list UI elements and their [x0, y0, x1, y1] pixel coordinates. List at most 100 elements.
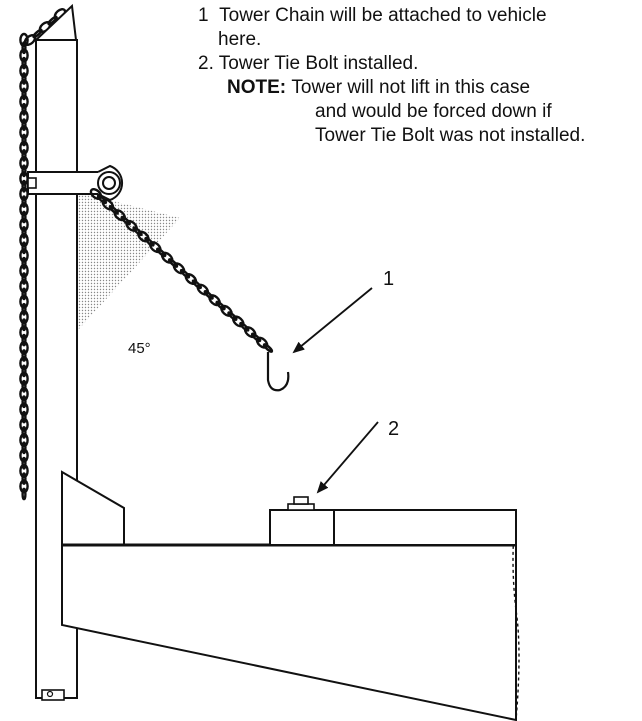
note-warning: NOTE: Tower will not lift in this case: [227, 77, 531, 98]
chain-link: [239, 321, 250, 332]
chain-link: [19, 371, 29, 386]
chain-link: [184, 272, 198, 286]
chain-link: [137, 230, 150, 243]
chain-link: [21, 395, 27, 409]
chain-link: [160, 251, 174, 264]
tie-bolt: [287, 496, 315, 511]
chain-link: [21, 133, 27, 147]
gusset-plate: [61, 470, 125, 546]
chain-link: [21, 333, 27, 347]
chain-link: [21, 302, 27, 316]
chain-link: [250, 332, 262, 343]
callout-1-arrow: [292, 287, 373, 354]
chain-link: [19, 386, 29, 402]
chain-link: [21, 148, 27, 162]
chain-link: [19, 325, 29, 340]
chain-link: [32, 28, 43, 39]
chain-link: [19, 294, 29, 309]
angle-label: 45°: [128, 340, 151, 357]
chain-link: [21, 379, 27, 393]
chain-link: [21, 56, 27, 70]
chain-link: [125, 219, 138, 232]
chain-link: [21, 349, 27, 362]
chain-link: [21, 118, 27, 131]
chain-link: [19, 279, 29, 294]
chain-link: [120, 215, 131, 226]
chain-link: [243, 326, 257, 339]
chain-link: [191, 279, 202, 290]
angle-shade: [78, 192, 180, 330]
chain-link: [255, 336, 269, 349]
chain-link: [21, 318, 27, 332]
chain-link: [232, 315, 245, 328]
callout-2-arrow: [316, 421, 379, 494]
chain-link: [21, 441, 27, 455]
chain-link: [149, 241, 162, 254]
chain-link: [172, 262, 186, 275]
chain-link: [262, 343, 274, 353]
chain-link: [19, 109, 29, 125]
chain-link: [21, 487, 27, 501]
chain-link: [19, 217, 29, 232]
note-item-1: 1 Tower Chain will be attached to vehicl…: [198, 5, 547, 26]
chain-link: [19, 232, 29, 248]
chain-link: [19, 140, 29, 155]
chain-link: [19, 479, 29, 494]
note-label: NOTE:: [227, 77, 287, 98]
chain-link: [21, 102, 27, 116]
chain-link: [96, 194, 108, 205]
chain-link: [21, 87, 27, 101]
bottom-bracket: [41, 689, 65, 701]
chain-link: [196, 283, 210, 296]
chain-link: [21, 210, 27, 224]
chain-link: [21, 287, 27, 301]
chain-link: [19, 202, 29, 217]
chain-hook: [266, 352, 290, 392]
callout-2-label: 2: [388, 418, 400, 440]
diagonal-chain: [89, 187, 274, 353]
chain-link: [144, 236, 155, 247]
chain-link: [19, 48, 29, 63]
chain-link: [220, 304, 233, 317]
chain-link: [47, 15, 58, 26]
chain-link: [21, 410, 27, 424]
chain-link: [19, 63, 29, 79]
chain-link: [19, 78, 29, 94]
chain-link: [19, 248, 29, 263]
chain-link: [89, 187, 103, 201]
chain-link: [215, 300, 226, 311]
chain-link: [21, 472, 27, 486]
chain-link: [21, 364, 27, 378]
chain-link: [19, 32, 29, 48]
callout-1-label: 1: [383, 268, 395, 290]
chain-link: [179, 268, 191, 279]
chain-link: [19, 402, 29, 417]
chain-link: [21, 456, 27, 470]
chain-link: [21, 195, 27, 209]
chain-link: [21, 164, 27, 178]
chain-link: [227, 311, 238, 321]
chain-link: [21, 272, 27, 285]
chain-link: [19, 309, 29, 325]
chain-link: [19, 263, 29, 278]
chain-link: [21, 241, 27, 255]
chain-link: [21, 179, 27, 193]
chain-link: [21, 425, 27, 439]
note-item-2: 2. Tower Tie Bolt installed.: [198, 53, 419, 74]
vertical-chain: [19, 8, 67, 501]
chain-link: [156, 247, 167, 258]
chain-link: [203, 290, 214, 300]
pulley-bracket: [27, 164, 124, 202]
chain-link: [21, 72, 27, 85]
chain-link: [21, 225, 27, 239]
chain-link: [108, 205, 119, 215]
chain-link: [19, 94, 29, 109]
note-warning-line3: Tower Tie Bolt was not installed.: [315, 125, 586, 146]
chain-link: [19, 448, 29, 463]
notes-block: 1 Tower Chain will be attached to vehicl…: [198, 4, 638, 148]
chain-link: [167, 258, 179, 268]
chain-link: [113, 209, 126, 222]
chain-link: [19, 155, 29, 171]
note-warning-line2: and would be forced down if: [315, 101, 552, 122]
